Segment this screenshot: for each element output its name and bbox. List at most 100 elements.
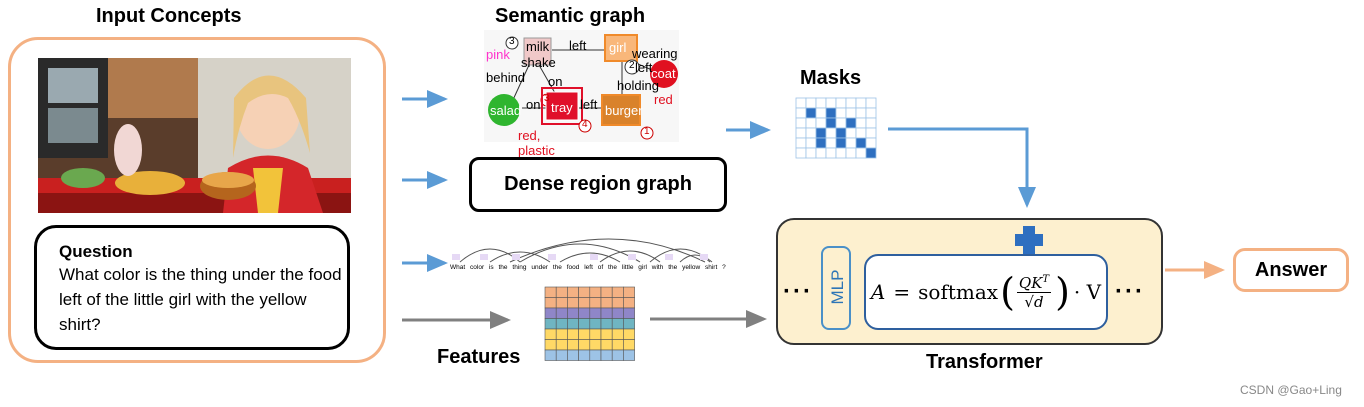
mask-cell	[805, 117, 817, 129]
token: the	[668, 264, 678, 271]
feature-cell	[600, 286, 613, 298]
mask-cell	[845, 117, 857, 129]
feature-cell	[544, 297, 557, 309]
feature-cell	[567, 328, 579, 340]
mask-cell	[805, 107, 817, 119]
feature-cell	[555, 339, 568, 351]
token: shirt	[705, 264, 718, 271]
graph-node-red: red	[654, 92, 673, 107]
feature-cell	[567, 318, 579, 330]
graph-node-girl: girl	[609, 40, 627, 55]
feature-cell	[555, 286, 568, 298]
mask-cell	[795, 107, 807, 119]
mask-cell	[825, 107, 837, 119]
mask-cell	[865, 107, 877, 119]
token: under	[531, 264, 548, 271]
watermark: CSDN @Gao+Ling	[1240, 383, 1342, 397]
feature-cell	[578, 297, 591, 309]
feature-cell	[589, 328, 602, 340]
graph-edge-left-right: left	[635, 60, 653, 75]
token: the	[552, 264, 562, 271]
feature-cell	[555, 307, 568, 319]
feature-cell	[623, 328, 635, 340]
semantic-graph-title: Semantic graph	[495, 5, 646, 27]
mask-cell	[795, 137, 807, 149]
feature-cell	[623, 349, 635, 361]
feature-cell	[623, 307, 635, 319]
graph-node-burger: burger	[605, 103, 643, 118]
feature-cell	[589, 297, 602, 309]
mask-cell	[855, 147, 867, 159]
feature-cell	[544, 307, 557, 319]
feature-cell	[600, 297, 613, 309]
mask-cell	[835, 107, 847, 119]
token: girl	[638, 264, 647, 271]
mask-cell	[845, 137, 857, 149]
feature-cell	[589, 318, 602, 330]
mask-cell	[855, 117, 867, 129]
feature-cell	[578, 286, 591, 298]
transformer-title: Transformer	[926, 351, 1043, 373]
formula-rparen: )	[1055, 270, 1070, 314]
masks-title: Masks	[800, 67, 862, 89]
mask-cell	[805, 137, 817, 149]
feature-cell	[589, 349, 602, 361]
dependency-parse: What color is the thing under the food l…	[450, 226, 726, 276]
graph-node-tray: tray	[551, 100, 573, 115]
graph-edge-left-top: left	[569, 38, 587, 53]
mlp-label: MLP	[828, 269, 847, 305]
feature-cell	[611, 339, 624, 351]
token: with	[651, 264, 664, 271]
formula-lhs: A	[870, 280, 886, 304]
answer-label: Answer	[1254, 258, 1328, 281]
token: What	[450, 264, 466, 271]
dense-region-graph-box: Dense region graph	[469, 157, 727, 212]
token: the	[607, 264, 618, 271]
mask-cell	[835, 97, 847, 109]
feature-cell	[578, 339, 591, 351]
question-text: What color is the thing under the food l…	[59, 265, 342, 334]
mask-cell	[825, 127, 837, 139]
feature-cell	[544, 349, 557, 361]
feature-cell	[589, 339, 602, 351]
token: little	[621, 264, 634, 271]
feature-cell	[589, 307, 602, 319]
dependency-tokens: What color is the thing under the food l…	[450, 264, 726, 271]
feature-cell	[623, 286, 635, 298]
mlp-block: MLP	[821, 246, 851, 330]
mask-cell	[835, 137, 847, 149]
formula-tail: · V	[1073, 280, 1102, 304]
mask-cell	[825, 117, 837, 129]
feature-cell	[623, 339, 635, 351]
token: of	[597, 264, 604, 271]
formula-fraction: QKT √d	[1016, 273, 1052, 311]
formula-lparen: (	[1000, 270, 1015, 314]
feature-cell	[623, 318, 635, 330]
feature-cell	[555, 318, 568, 330]
graph-edge-behind: behind	[486, 70, 526, 85]
mask-cell	[855, 107, 867, 119]
mask-cell	[795, 97, 807, 109]
feature-cell	[611, 297, 624, 309]
features-title: Features	[437, 346, 521, 368]
feature-cell	[544, 339, 557, 351]
mask-cell	[845, 147, 857, 159]
feature-cell	[555, 328, 568, 340]
ellipsis-right: ···	[1115, 278, 1145, 305]
feature-cell	[544, 318, 557, 330]
mask-cell	[865, 117, 877, 129]
question-label: Question	[59, 242, 133, 261]
ellipsis-left: ···	[783, 278, 813, 305]
token: ?	[722, 264, 726, 271]
input-concepts-box	[8, 37, 386, 363]
token: the	[498, 264, 508, 271]
graph-node-salad: salad	[490, 103, 522, 118]
mask-cell	[855, 127, 867, 139]
mask-cell	[855, 137, 867, 149]
plus-icon	[1015, 226, 1043, 254]
feature-cell	[567, 339, 579, 351]
input-photo	[38, 58, 351, 213]
feature-cell	[544, 328, 557, 340]
feature-cell	[555, 297, 568, 309]
feature-cell	[555, 349, 568, 361]
